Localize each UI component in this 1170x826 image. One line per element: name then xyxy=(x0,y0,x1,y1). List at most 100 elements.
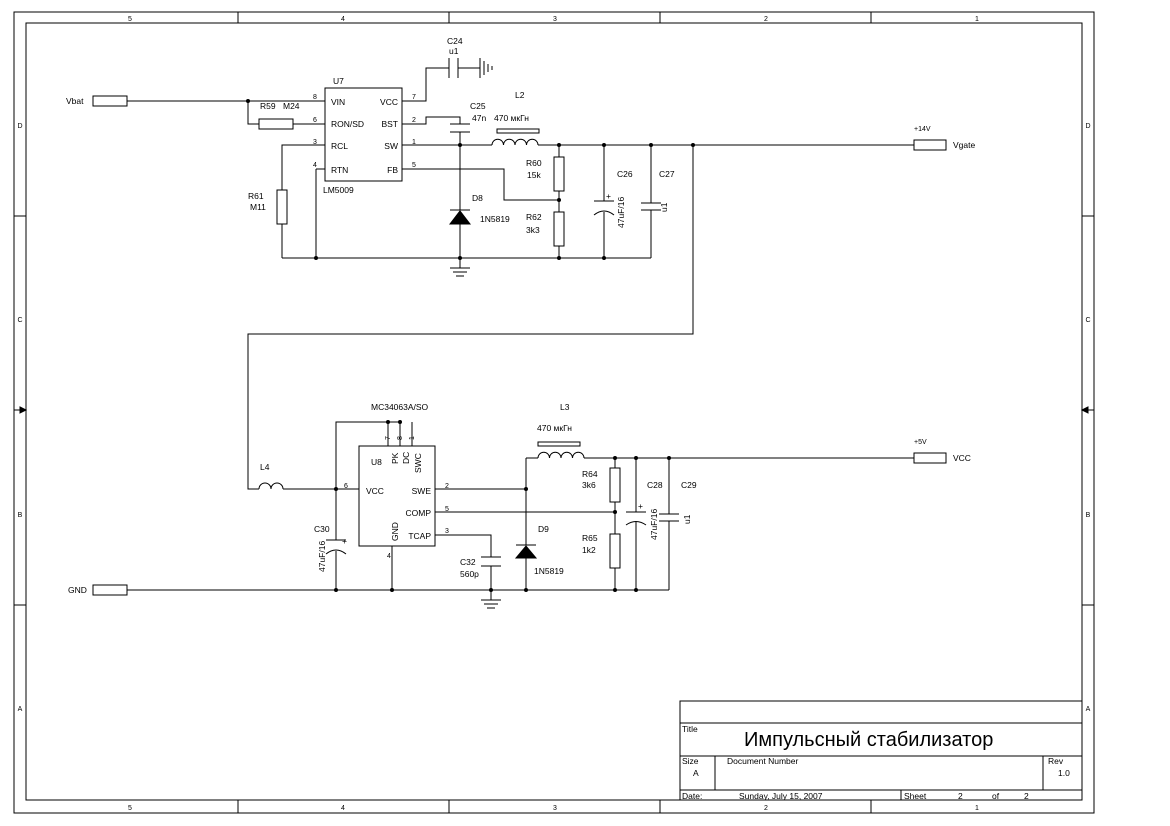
wires-top-circuit xyxy=(127,67,914,490)
u7-pin-4-num: 4 xyxy=(313,162,317,169)
row-label-left-c: C xyxy=(17,317,22,324)
d8-value: 1N5819 xyxy=(480,214,510,224)
ic-u8-mc34063: MC34063A/SO U8 6 VCC 2 SWE 5 COMP 3 TCAP… xyxy=(344,402,449,560)
sheet-label: Sheet xyxy=(904,791,927,801)
drawing-title: Импульсный стабилизатор xyxy=(744,729,993,751)
frame-column-labels: 5 4 3 2 1 5 4 3 2 1 xyxy=(128,16,979,812)
u8-pin-tcap: TCAP xyxy=(408,531,431,541)
size-label: Size xyxy=(682,756,699,766)
col-label-top-3: 3 xyxy=(553,16,557,23)
net-5v-label: +5V xyxy=(914,439,927,446)
c28-ref: C28 xyxy=(647,480,663,490)
sheet-number: 2 xyxy=(958,791,963,801)
capacitor-c27: C27 u1 xyxy=(641,169,675,212)
resistor-r62: R62 3k3 xyxy=(526,211,565,247)
capacitor-c26: + C26 47uF/16 xyxy=(593,169,633,228)
u7-pin-fb: FB xyxy=(387,165,398,175)
c24-ref: C24 xyxy=(447,36,463,46)
u7-pin-3-num: 3 xyxy=(313,139,317,146)
capacitor-c28: + C28 47uF/16 xyxy=(625,480,663,540)
u8-pin-swe: SWE xyxy=(412,486,432,496)
u7-pin-sw: SW xyxy=(384,141,398,151)
junctions-bottom xyxy=(334,420,671,592)
r64-ref: R64 xyxy=(582,469,598,479)
row-label-right-c: C xyxy=(1085,317,1090,324)
resistor-r59: R59 M24 xyxy=(258,101,300,130)
col-label-top-2: 2 xyxy=(764,16,768,23)
rev-value: 1.0 xyxy=(1058,768,1070,778)
c28-plus: + xyxy=(638,501,643,511)
u8-pin-dc: DC xyxy=(401,452,411,464)
r59-ref: R59 xyxy=(260,101,276,111)
wires-bottom-circuit xyxy=(127,421,914,600)
u8-pin-pk: PK xyxy=(390,452,400,464)
r60-value: 15k xyxy=(527,170,541,180)
c30-value: 47uF/16 xyxy=(317,541,327,572)
diode-d8: D8 1N5819 xyxy=(448,193,510,225)
c27-ref: C27 xyxy=(659,169,675,179)
rev-label: Rev xyxy=(1048,756,1064,766)
row-label-left-a: A xyxy=(18,706,23,713)
u7-pin-ron: RON/SD xyxy=(331,119,364,129)
c30-plus: + xyxy=(342,536,347,546)
capacitor-c32: C32 560p xyxy=(460,556,501,579)
c29-value: u1 xyxy=(682,514,692,524)
c32-ref: C32 xyxy=(460,557,476,567)
l2-ref: L2 xyxy=(515,90,525,100)
net-14v-label: +14V xyxy=(914,126,931,133)
r60-ref: R60 xyxy=(526,158,542,168)
l2-value: 470 мкГн xyxy=(494,113,529,123)
c29-ref: C29 xyxy=(681,480,697,490)
c27-value: u1 xyxy=(659,202,669,212)
port-vbat-label: Vbat xyxy=(66,96,84,106)
d8-ref: D8 xyxy=(472,193,483,203)
u7-pin-2-num: 2 xyxy=(412,117,416,124)
d9-value: 1N5819 xyxy=(534,566,564,576)
c26-ref: C26 xyxy=(617,169,633,179)
port-vgate-label: Vgate xyxy=(953,140,975,150)
r59-value: M24 xyxy=(283,101,300,111)
row-label-right-a: A xyxy=(1086,706,1091,713)
l3-value: 470 мкГн xyxy=(537,423,572,433)
size-value: A xyxy=(693,768,699,778)
u7-pin-rcl: RCL xyxy=(331,141,348,151)
row-label-right-b: B xyxy=(1086,512,1091,519)
col-label-top-4: 4 xyxy=(341,16,345,23)
u8-ref: U8 xyxy=(371,457,382,467)
u7-pin-rtn: RTN xyxy=(331,165,348,175)
u8-pin-vcc: VCC xyxy=(366,486,384,496)
u7-pin-bst: BST xyxy=(381,119,398,129)
title-label: Title xyxy=(682,724,698,734)
r62-value: 3k3 xyxy=(526,225,540,235)
u8-part: MC34063A/SO xyxy=(371,402,429,412)
diode-d9: D9 1N5819 xyxy=(514,524,564,576)
col-label-top-1: 1 xyxy=(975,16,979,23)
r64-value: 3k6 xyxy=(582,480,596,490)
c32-value: 560p xyxy=(460,569,479,579)
u8-pin-comp: COMP xyxy=(406,508,432,518)
col-label-bottom-1: 1 xyxy=(975,805,979,812)
port-vbat: Vbat xyxy=(66,95,128,107)
col-label-top-5: 5 xyxy=(128,16,132,23)
u8-pin-gnd: GND xyxy=(390,522,400,541)
date-label: Date: xyxy=(682,791,702,801)
u7-pin-6-num: 6 xyxy=(313,117,317,124)
ground-symbol-top xyxy=(450,267,470,277)
date-value: Sunday, July 15, 2007 xyxy=(739,791,823,801)
port-vcc-label: VCC xyxy=(953,453,971,463)
u7-pin-5-num: 5 xyxy=(412,162,416,169)
row-label-left-b: B xyxy=(18,512,23,519)
u8-pin-1-num: 1 xyxy=(409,436,416,440)
capacitor-c30: + C30 47uF/16 xyxy=(314,524,347,572)
u7-pin-vcc: VCC xyxy=(380,97,398,107)
c30-ref: C30 xyxy=(314,524,330,534)
u8-pin-5-num: 5 xyxy=(445,506,449,513)
port-vcc: VCC +5V xyxy=(913,439,971,464)
ground-symbol-bottom xyxy=(481,599,501,609)
u7-pin-vin: VIN xyxy=(331,97,345,107)
r61-ref: R61 xyxy=(248,191,264,201)
resistor-r61: R61 M11 xyxy=(248,189,288,225)
capacitor-c25: C25 47n xyxy=(450,101,486,133)
r62-ref: R62 xyxy=(526,212,542,222)
c24-value: u1 xyxy=(449,46,459,56)
